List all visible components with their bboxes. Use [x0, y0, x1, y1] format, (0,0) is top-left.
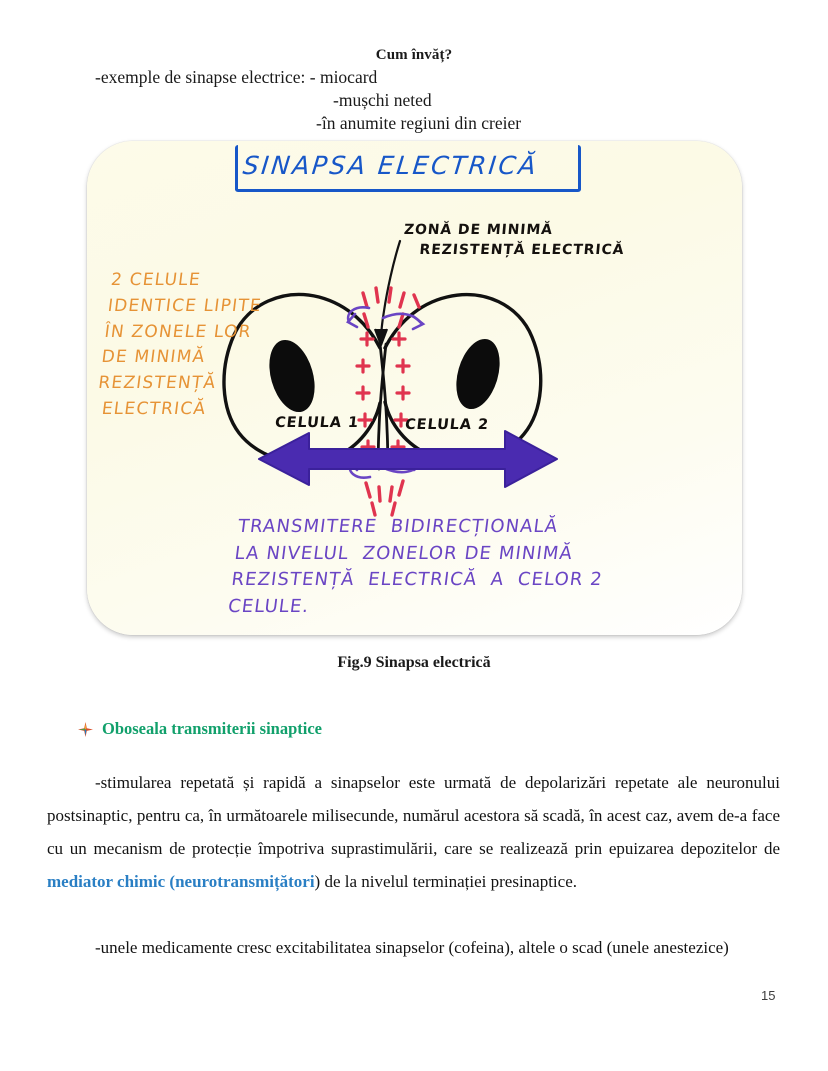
figure-title-text: SINAPSA ELECTRICĂ — [241, 151, 540, 180]
figure-cell-1-label: CELULA 1 — [274, 415, 360, 431]
figure-orange-note: 2 CELULE IDENTICE LIPITE ÎN ZONELE LOR D… — [93, 270, 263, 420]
header-line-smooth-muscle: -mușchi neted — [333, 90, 432, 110]
header-line-examples: -exemple de sinapse electrice: - miocard — [95, 67, 378, 87]
gap-red-dashes — [361, 286, 421, 517]
paragraph1-text-part1: -stimularea repetată și rapidă a sinapse… — [47, 773, 780, 858]
paragraph-synaptic-fatigue: -stimularea repetată și rapidă a sinapse… — [47, 766, 780, 898]
bidirectional-arrow — [258, 430, 558, 488]
paragraph1-text-part2: ) de la nivelul terminației presinaptice… — [314, 872, 578, 891]
four-point-star-icon — [78, 721, 93, 737]
paragraph-medications: -unele medicamente cresc excitabilitatea… — [95, 938, 729, 957]
figure-card-background: SINAPSA ELECTRICĂ 2 CELULE IDENTICE LIPI… — [87, 141, 742, 635]
page-number: 15 — [761, 988, 776, 1003]
figure-caption: Fig.9 Sinapsa electrică — [337, 654, 491, 671]
paragraph1-highlight: mediator chimic (neurotransmițători — [47, 872, 315, 891]
cell-2-nucleus — [456, 338, 500, 410]
section-heading: Oboseala transmiterii sinaptice — [78, 719, 322, 739]
figure-zone-label: ZONĂ DE MINIMĂ REZISTENȚĂ ELECTRICĂ — [401, 222, 626, 258]
section-heading-label: Oboseala transmiterii sinaptice — [102, 719, 322, 738]
ion-charge-plus-signs — [355, 331, 411, 455]
figure-title-box — [235, 145, 581, 192]
header-line-brain-regions: -în anumite regiuni din creier — [316, 113, 522, 133]
figure-cell-2-label: CELULA 2 — [404, 417, 490, 433]
figure-drawing-svg — [222, 239, 558, 517]
cell-1-nucleus — [269, 339, 315, 413]
figure-electrical-synapse: SINAPSA ELECTRICĂ 2 CELULE IDENTICE LIPI… — [87, 141, 742, 635]
page-heading-question: Cum învăț? — [375, 47, 453, 63]
figure-purple-note: TRANSMITERE BIDIRECȚIONALĂ LA NIVELUL ZO… — [226, 516, 605, 617]
